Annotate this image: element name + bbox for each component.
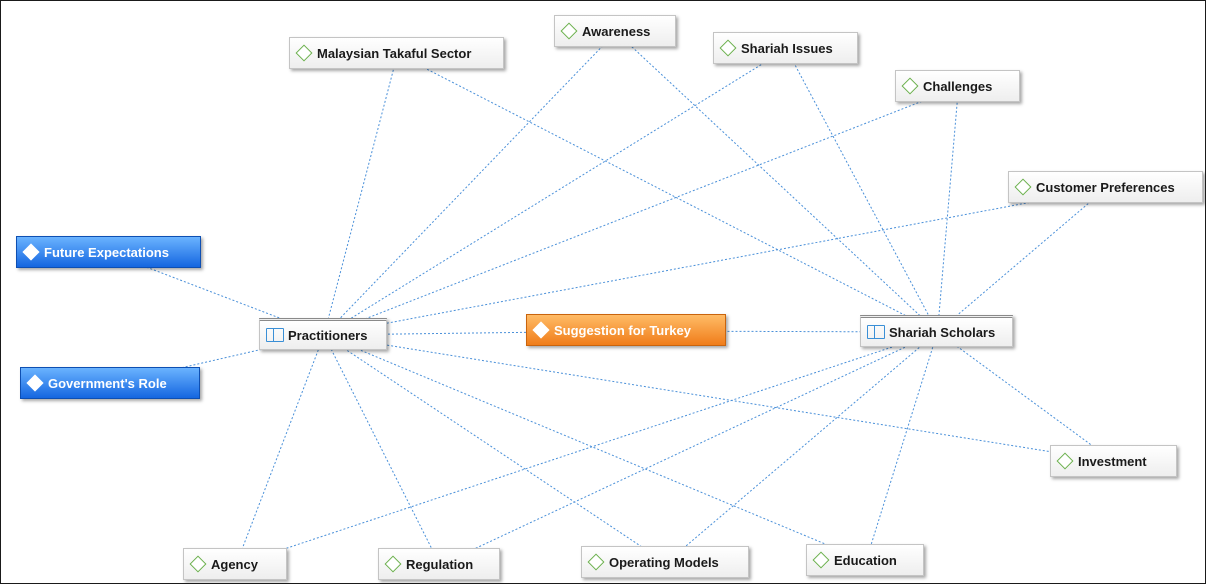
- diamond-icon: [719, 39, 737, 57]
- node-label: Shariah Issues: [741, 40, 833, 56]
- node-education[interactable]: Education: [806, 544, 924, 576]
- link-practitioners-malaysian_takaful: [323, 53, 398, 336]
- node-shariah-scholars[interactable]: Shariah Scholars: [860, 315, 1013, 347]
- diamond-icon: [532, 321, 550, 339]
- node-label: Challenges: [923, 78, 993, 94]
- link-practitioners-operating_models: [323, 334, 667, 564]
- link-shariah_scholars-agency: [235, 331, 938, 566]
- link-practitioners-education: [323, 334, 867, 562]
- node-awareness[interactable]: Awareness: [554, 15, 676, 47]
- link-shariah_scholars-education: [865, 331, 938, 562]
- diamond-icon: [26, 374, 44, 392]
- node-label: Regulation: [406, 556, 474, 572]
- node-label: Agency: [211, 556, 258, 572]
- diamond-icon: [812, 551, 830, 569]
- node-label: Practitioners: [288, 327, 368, 343]
- diamond-icon: [901, 77, 919, 95]
- node-customer-preferences[interactable]: Customer Preferences: [1008, 171, 1203, 203]
- diamond-icon: [384, 555, 402, 573]
- link-practitioners-investment: [323, 334, 1115, 463]
- link-practitioners-agency: [235, 334, 325, 566]
- diamond-icon: [587, 553, 605, 571]
- link-practitioners-challenges: [323, 86, 959, 336]
- diamond-icon: [1014, 178, 1032, 196]
- node-label: Customer Preferences: [1036, 179, 1175, 195]
- book-icon: [266, 328, 284, 342]
- node-shariah-issues[interactable]: Shariah Issues: [713, 32, 858, 64]
- node-label: Suggestion for Turkey: [554, 322, 691, 338]
- diamond-icon: [22, 243, 40, 261]
- link-shariah_scholars-investment: [937, 331, 1115, 463]
- link-practitioners-regulation: [323, 334, 441, 566]
- diamond-icon: [295, 44, 313, 62]
- diamond-icon: [189, 555, 207, 573]
- link-practitioners-customer_preferences: [323, 187, 1107, 336]
- node-label: Investment: [1078, 453, 1147, 469]
- link-shariah_scholars-awareness: [615, 31, 938, 333]
- node-investment[interactable]: Investment: [1050, 445, 1177, 477]
- node-label: Operating Models: [609, 554, 719, 570]
- link-practitioners-shariah_issues: [323, 48, 787, 336]
- diamond-icon: [560, 22, 578, 40]
- node-label: Awareness: [582, 23, 651, 39]
- node-label: Malaysian Takaful Sector: [317, 45, 472, 61]
- node-practitioners[interactable]: Practitioners: [259, 318, 387, 350]
- book-icon: [867, 325, 885, 339]
- link-shariah_scholars-customer_preferences: [937, 187, 1107, 333]
- node-label: Government's Role: [48, 375, 167, 391]
- link-shariah_scholars-regulation: [439, 331, 938, 566]
- node-label: Education: [834, 552, 897, 568]
- node-challenges[interactable]: Challenges: [895, 70, 1020, 102]
- node-regulation[interactable]: Regulation: [378, 548, 500, 580]
- link-shariah_scholars-shariah_issues: [786, 48, 938, 333]
- link-shariah_scholars-challenges: [937, 86, 959, 333]
- node-suggestion-for-turkey[interactable]: Suggestion for Turkey: [526, 314, 726, 346]
- node-malaysian-takaful-sector[interactable]: Malaysian Takaful Sector: [289, 37, 504, 69]
- node-future-expectations[interactable]: Future Expectations: [16, 236, 201, 268]
- diamond-icon: [1056, 452, 1074, 470]
- node-label: Shariah Scholars: [889, 324, 996, 340]
- link-shariah_scholars-operating_models: [665, 331, 938, 564]
- node-agency[interactable]: Agency: [183, 548, 287, 580]
- node-governments-role[interactable]: Government's Role: [20, 367, 200, 399]
- node-label: Future Expectations: [44, 244, 169, 260]
- node-operating-models[interactable]: Operating Models: [581, 546, 749, 578]
- link-practitioners-awareness: [323, 31, 617, 336]
- link-shariah_scholars-malaysian_takaful: [397, 53, 938, 333]
